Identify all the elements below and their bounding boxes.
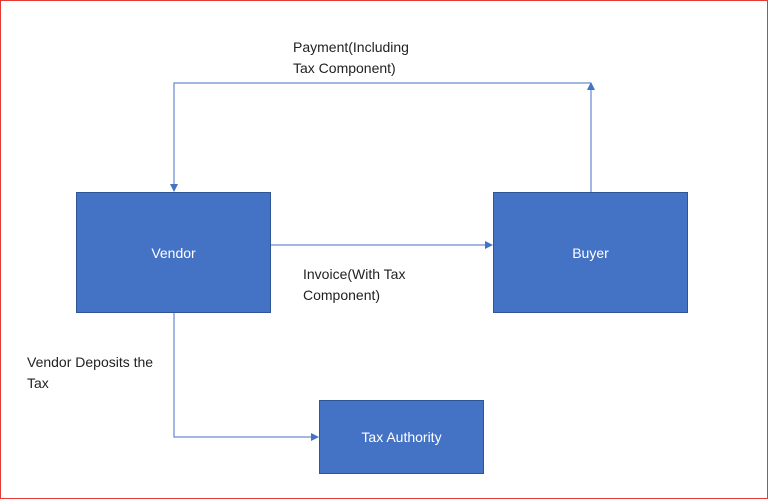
deposit-annotation-line: Tax (27, 375, 49, 391)
payment-annotation-line: Tax Component) (293, 60, 396, 76)
payment-annotation: Payment(Including Tax Component) (293, 37, 409, 79)
deposit-connector (173, 313, 319, 441)
tax-authority-box: Tax Authority (319, 400, 484, 474)
buyer-label: Buyer (572, 244, 609, 261)
vendor-box: Vendor (76, 192, 271, 313)
payment-connector-down (170, 82, 591, 192)
payment-annotation-line: Payment(Including (293, 39, 409, 55)
vendor-label: Vendor (151, 244, 196, 261)
tax-authority-label: Tax Authority (361, 429, 442, 445)
invoice-annotation-line: Invoice(With Tax (303, 266, 406, 282)
deposit-annotation-line: Vendor Deposits the (27, 354, 154, 370)
buyer-box: Buyer (493, 192, 688, 313)
invoice-annotation-line: Component) (303, 287, 381, 303)
deposit-annotation: Vendor Deposits the Tax (27, 352, 153, 394)
invoice-annotation: Invoice(With Tax Component) (303, 264, 405, 306)
